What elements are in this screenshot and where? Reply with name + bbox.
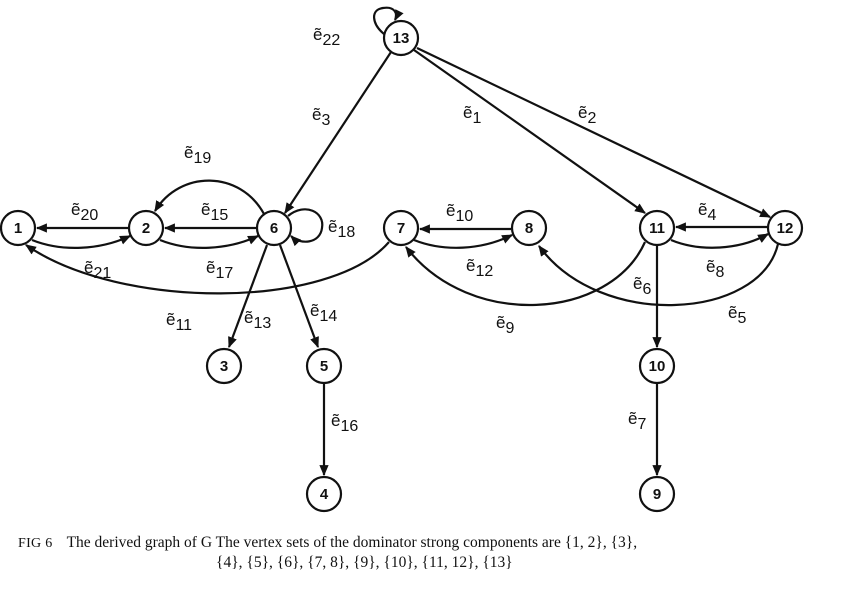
edge-e21 <box>31 235 131 249</box>
edge-e18 <box>287 208 324 247</box>
edge-e13 <box>227 244 269 349</box>
vertex-circle-1 <box>0 209 37 247</box>
vertex-1: 1 <box>0 209 37 247</box>
vertex-label-4: 4 <box>320 486 329 503</box>
vertex-circle-4 <box>305 475 343 513</box>
vertex-label-11: 11 <box>649 220 665 237</box>
vertex-circle-6 <box>255 209 293 247</box>
edge-label-e5: ẽ5 <box>728 303 746 327</box>
edge-e12 <box>413 234 513 249</box>
vertex-label-10: 10 <box>649 358 666 375</box>
vertex-label-2: 2 <box>142 220 150 237</box>
edge-label-e17: ẽ17 <box>206 258 233 282</box>
edge-labels: ẽ1 ẽ2 ẽ3 ẽ4 ẽ5 ẽ6 ẽ7 ẽ8 ẽ9 ẽ10 ẽ11 ẽ12 e… <box>71 25 746 435</box>
figure-number: FIG 6 <box>18 536 53 551</box>
edge-label-e18: ẽ18 <box>328 217 355 241</box>
edge-label-e11: ẽ11 <box>166 310 192 334</box>
vertex-label-13: 13 <box>393 30 410 47</box>
vertex-circle-12 <box>766 209 804 247</box>
edge-label-e8: ẽ8 <box>706 257 724 281</box>
edge-e8 <box>670 233 769 249</box>
vertex-7: 7 <box>382 209 420 247</box>
edge-label-e3: ẽ3 <box>312 105 330 129</box>
vertex-circle-2 <box>127 209 165 247</box>
edge-label-e13: ẽ13 <box>244 308 271 332</box>
edge-label-e22: ẽ22 <box>313 25 340 49</box>
vertex-circle-13 <box>382 19 420 57</box>
vertex-label-6: 6 <box>270 220 278 237</box>
edge-label-e14: ẽ14 <box>310 301 337 325</box>
edge-e2 <box>416 47 771 218</box>
edge-label-e21: ẽ21 <box>84 258 111 282</box>
vertex-circle-7 <box>382 209 420 247</box>
vertex-10: 10 <box>638 347 676 385</box>
caption-line-2: {4}, {5}, {6}, {7, 8}, {9}, {10}, {11, 1… <box>216 554 513 571</box>
edge-label-e19: ẽ19 <box>184 143 211 167</box>
edge-e3 <box>284 51 392 214</box>
edge-e11 <box>25 241 390 295</box>
edge-label-e1: ẽ1 <box>463 103 481 127</box>
edge-e5 <box>538 243 780 307</box>
edge-label-e20: ẽ20 <box>71 200 98 224</box>
vertex-circle-8 <box>510 209 548 247</box>
edge-label-e6: ẽ6 <box>633 274 651 298</box>
vertex-11: 11 <box>638 209 676 247</box>
edge-label-e9: ẽ9 <box>496 313 514 337</box>
vertex-6: 6 <box>255 209 293 247</box>
edge-e1 <box>413 49 646 214</box>
edge-e14 <box>278 244 320 349</box>
edge-label-e16: ẽ16 <box>331 411 358 435</box>
vertex-label-8: 8 <box>525 220 533 237</box>
vertex-circle-3 <box>205 347 243 385</box>
vertex-2: 2 <box>127 209 165 247</box>
vertex-label-1: 1 <box>14 220 22 237</box>
vertex-3: 3 <box>205 347 243 385</box>
vertex-8: 8 <box>510 209 548 247</box>
vertex-circle-5 <box>305 347 343 385</box>
edge-label-e4: ẽ4 <box>698 200 716 224</box>
vertex-12: 12 <box>766 209 804 247</box>
edge-e9 <box>405 241 647 307</box>
vertex-9: 9 <box>638 475 676 513</box>
vertex-circle-11 <box>638 209 676 247</box>
edge-e19 <box>154 179 265 215</box>
edge-label-e12: ẽ12 <box>466 256 493 280</box>
edge-label-e10: ẽ10 <box>446 201 473 225</box>
edge-label-e7: ẽ7 <box>628 409 646 433</box>
edge-e17 <box>159 235 259 249</box>
vertex-label-7: 7 <box>397 220 405 237</box>
vertex-label-12: 12 <box>777 220 794 237</box>
vertex-label-9: 9 <box>653 486 661 503</box>
vertex-5: 5 <box>305 347 343 385</box>
vertex-circle-10 <box>638 347 676 385</box>
edge-e22 <box>373 6 404 35</box>
vertex-label-5: 5 <box>320 358 328 375</box>
derived-graph: ẽ1 ẽ2 ẽ3 ẽ4 ẽ5 ẽ6 ẽ7 ẽ8 ẽ9 ẽ10 ẽ11 ẽ12 e… <box>0 6 804 513</box>
edges <box>25 6 780 477</box>
caption-line-1: FIG 6 The derived graph of G The vertex s… <box>18 533 637 554</box>
vertex-13: 13 <box>382 19 420 57</box>
edge-label-e15: ẽ15 <box>201 200 228 224</box>
vertex-label-3: 3 <box>220 358 228 375</box>
caption-text-1: The derived graph of G The vertex sets o… <box>66 534 638 551</box>
vertex-circle-9 <box>638 475 676 513</box>
vertex-4: 4 <box>305 475 343 513</box>
edge-label-e2: ẽ2 <box>578 103 596 127</box>
